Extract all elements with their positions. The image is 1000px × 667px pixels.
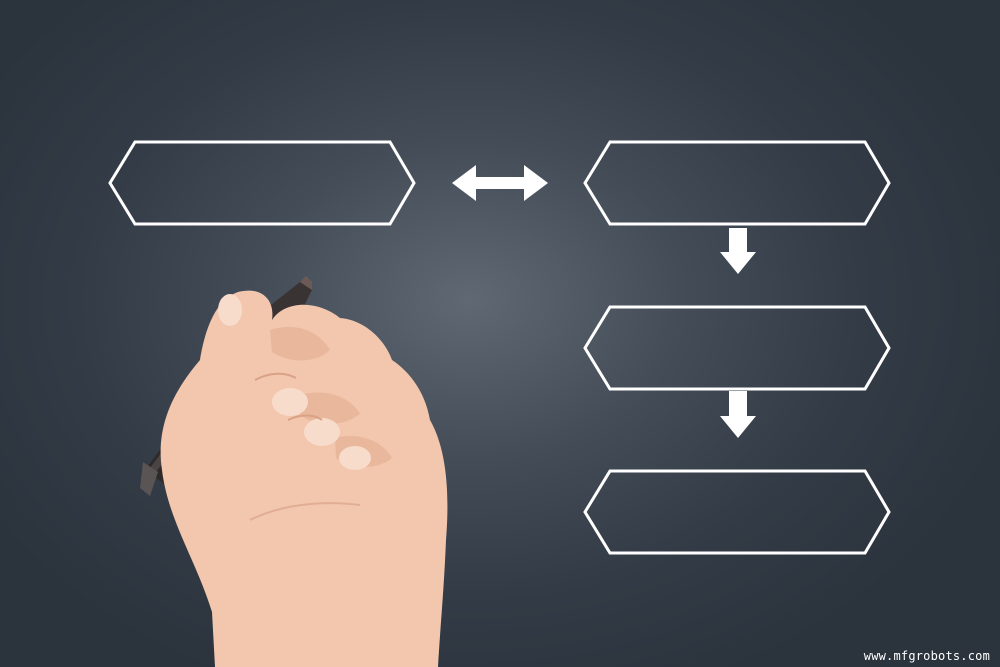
- hand-with-marker: [140, 276, 448, 667]
- watermark-text: www.mfgrobots.com: [863, 649, 990, 663]
- double-arrow-icon: [452, 165, 548, 201]
- down-arrow-icon: [720, 391, 756, 438]
- right-middle-box: [583, 305, 891, 391]
- left-box: [108, 140, 416, 226]
- hand: [160, 290, 448, 667]
- right-top-box: [583, 140, 891, 226]
- right-bottom-box: [583, 469, 891, 555]
- down-arrow-icon: [720, 228, 756, 274]
